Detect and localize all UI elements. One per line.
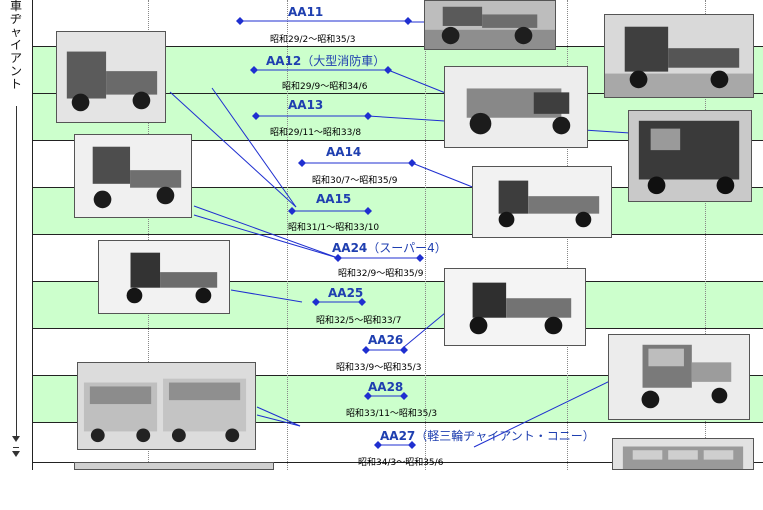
vehicle-photo-aa27: [444, 268, 586, 346]
side-arrow-down-icon: [12, 436, 20, 442]
model-label-aa27: AA27（軽三輪ヂャイアント・コニー）: [380, 429, 595, 443]
model-label-aa15: AA15: [316, 192, 352, 206]
vehicle-photo-aa28: [608, 334, 750, 420]
vehicle-photo-bottom-left: [74, 462, 274, 470]
side-column: 車ヂャイアント: [0, 0, 33, 470]
timeline-diagram: 車ヂャイアント: [0, 0, 763, 470]
side-arrow-down-icon: [12, 451, 20, 457]
side-label: 車ヂャイアント: [9, 0, 22, 91]
model-label-aa24: AA24（スーパー4）: [332, 241, 447, 255]
vehicle-photo-aa24: [74, 134, 192, 218]
period-text-aa12: 昭和29/9〜昭和34/6: [282, 82, 368, 92]
vehicle-photo-aa26: [98, 240, 230, 314]
model-label-aa26: AA26: [368, 333, 404, 347]
year-gridline: [148, 0, 149, 470]
period-text-aa11: 昭和29/2〜昭和35/3: [270, 35, 356, 45]
period-text-aa24: 昭和32/9〜昭和35/9: [338, 269, 424, 279]
model-label-aa28: AA28: [368, 380, 404, 394]
period-text-aa25: 昭和32/5〜昭和33/7: [316, 316, 402, 326]
vehicle-photo-aa14: [444, 66, 588, 148]
side-arrow-tick: [13, 447, 19, 448]
vehicle-photo-aa25: [472, 166, 612, 238]
period-text-aa28: 昭和33/11〜昭和35/3: [346, 409, 438, 419]
year-gridline: [287, 0, 288, 470]
vehicle-photo-aa15: [628, 110, 752, 202]
period-text-aa26: 昭和33/9〜昭和35/3: [336, 363, 422, 373]
model-label-aa11: AA11: [288, 5, 324, 19]
model-label-aa25: AA25: [328, 286, 364, 300]
vehicle-photo-bottom-right: [612, 438, 754, 470]
period-text-aa13: 昭和29/11〜昭和33/8: [270, 128, 362, 138]
side-arrow-line: [16, 106, 17, 436]
period-text-aa27: 昭和34/3〜昭和35/6: [358, 458, 444, 468]
vehicle-photo-aa12: [604, 14, 754, 98]
vehicle-photo-aa11: [424, 0, 556, 50]
vehicle-photo-aa13: [56, 31, 166, 123]
year-gridline: [705, 0, 706, 470]
model-label-aa14: AA14: [326, 145, 362, 159]
model-label-aa12: AA12（大型消防車）: [266, 54, 386, 68]
period-text-aa14: 昭和30/7〜昭和35/9: [312, 176, 398, 186]
period-text-aa15: 昭和31/1〜昭和33/10: [288, 223, 380, 233]
year-gridline: [425, 0, 426, 470]
vehicle-photo-minivans: [77, 362, 256, 450]
model-label-aa13: AA13: [288, 98, 324, 112]
